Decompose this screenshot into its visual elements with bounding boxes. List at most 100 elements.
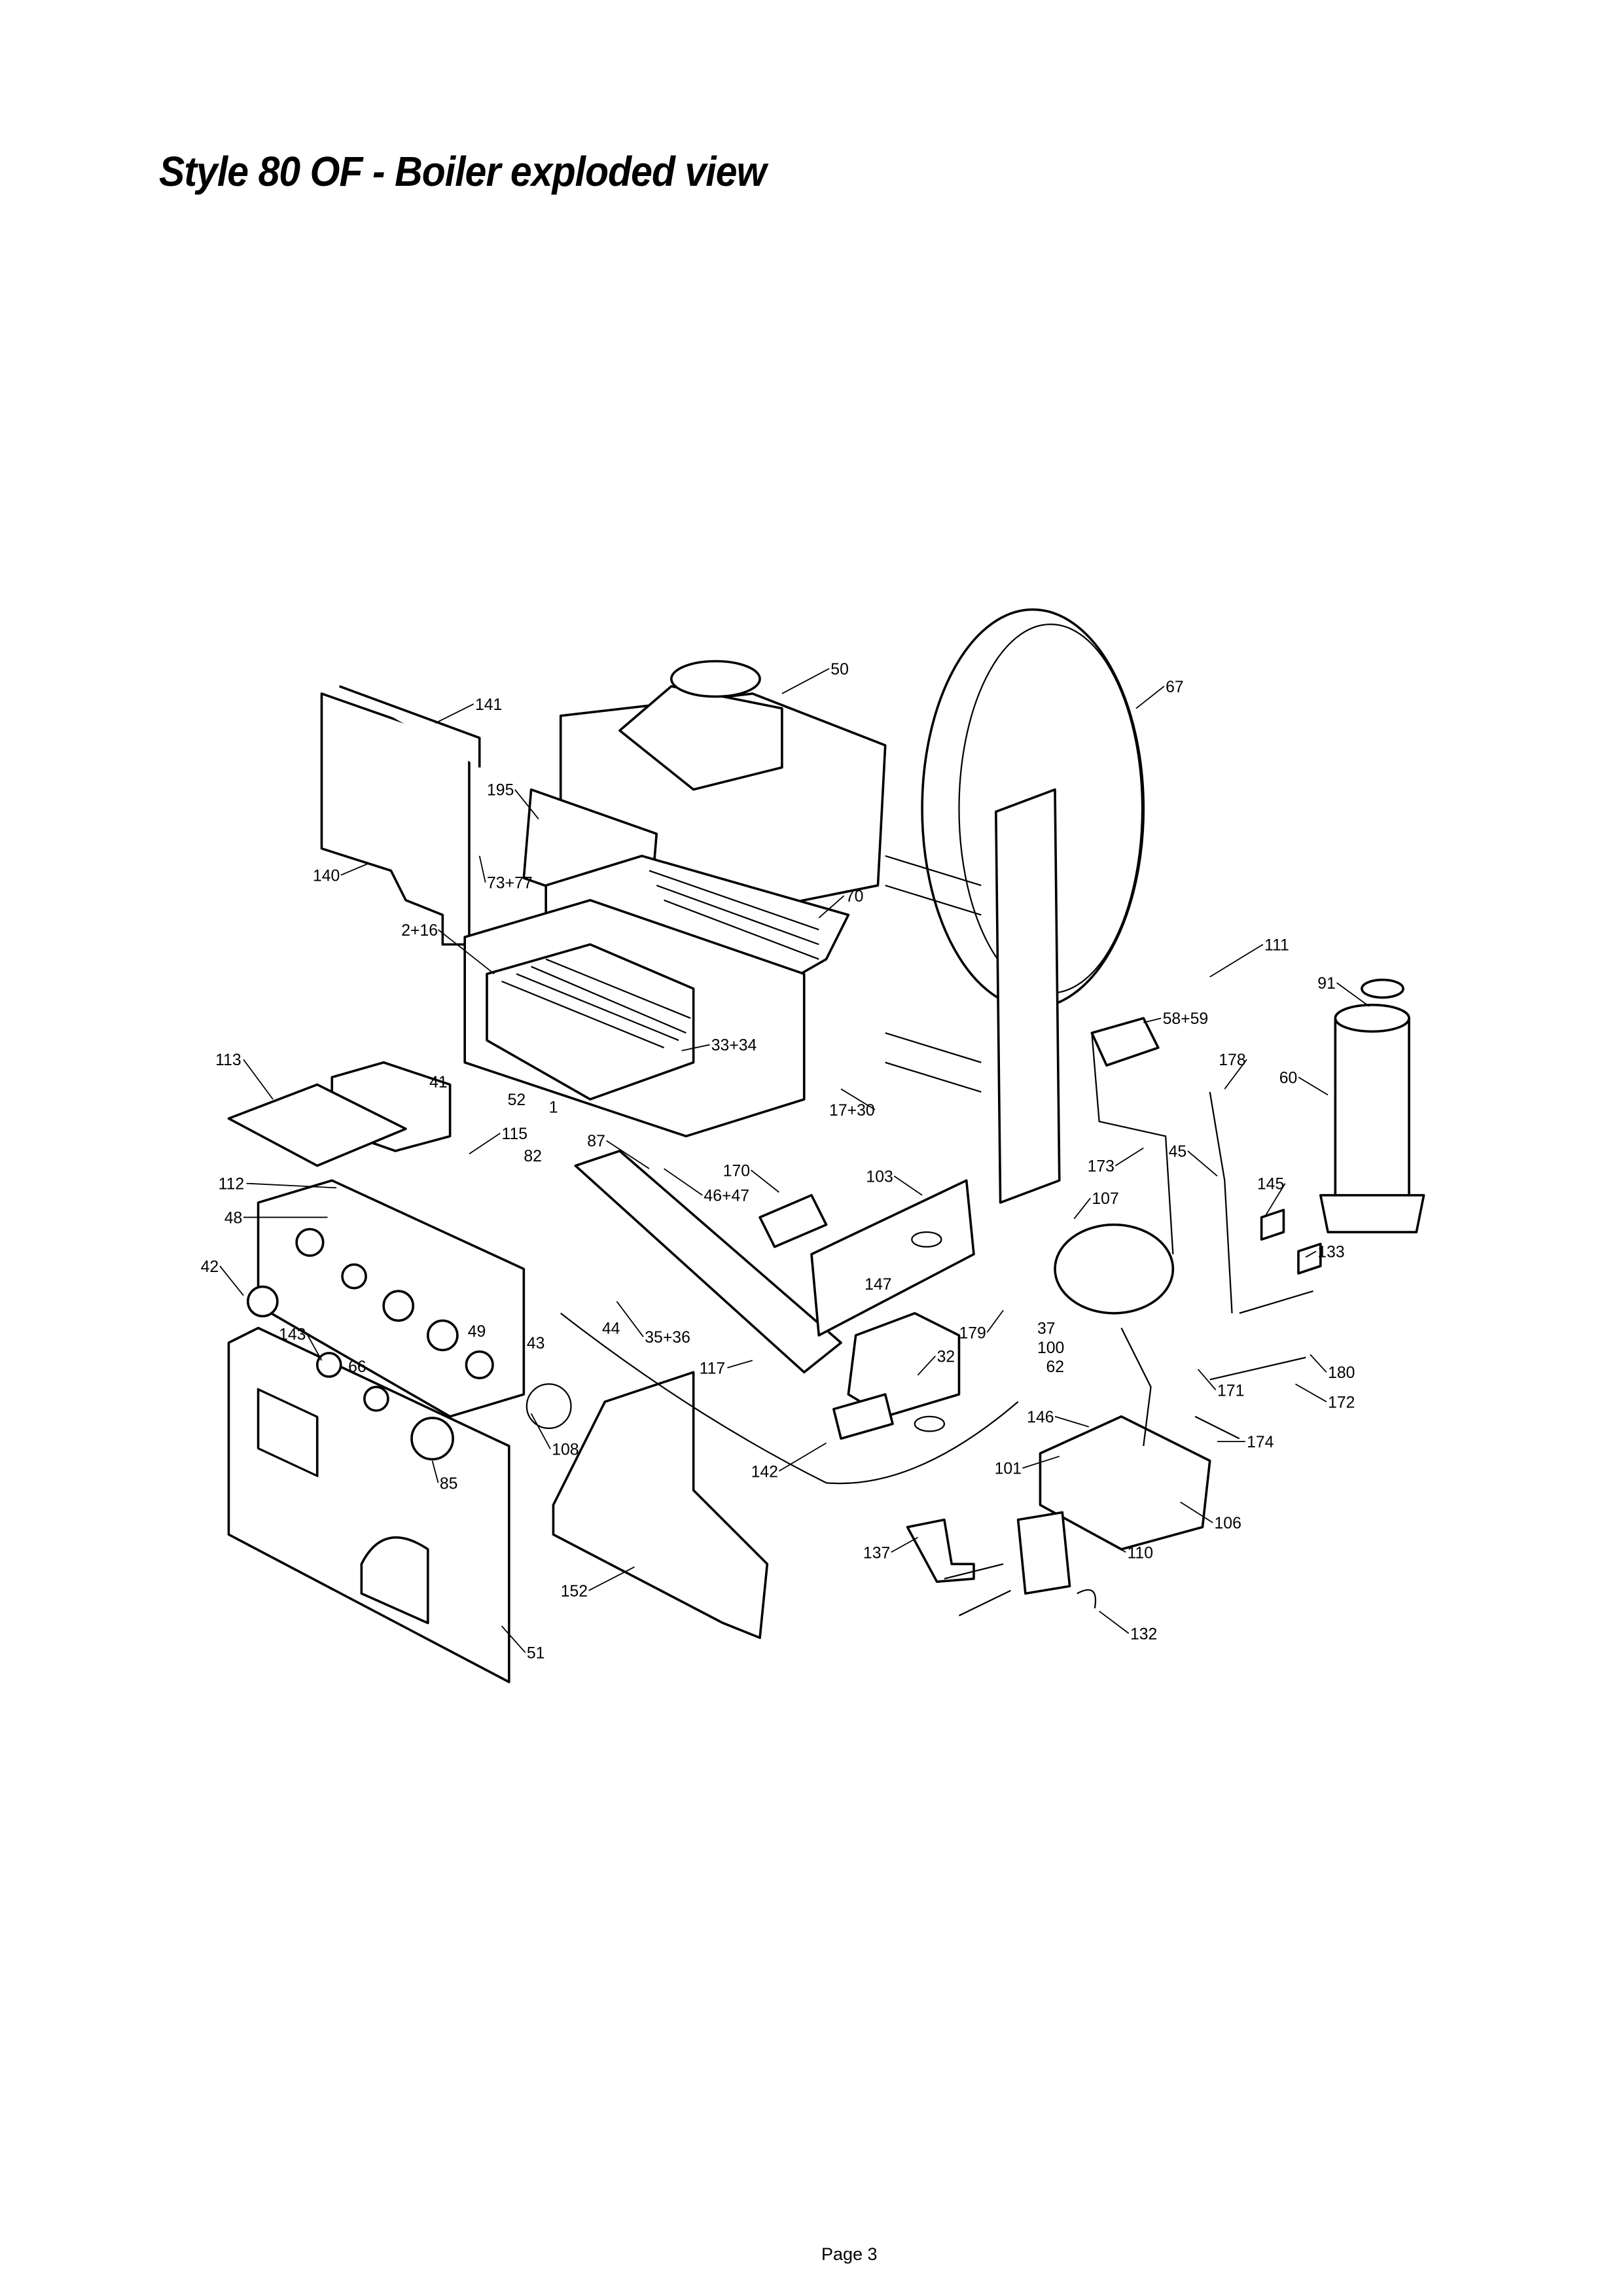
part-label-171: 171 <box>1217 1382 1244 1400</box>
part-label-107: 107 <box>1092 1190 1118 1208</box>
part-label-103: 103 <box>866 1168 893 1186</box>
leader-line <box>818 895 845 919</box>
part-label-152: 152 <box>561 1583 588 1600</box>
part-label-70: 70 <box>846 888 864 906</box>
leader-line <box>917 1355 936 1376</box>
leader-line <box>778 1442 827 1472</box>
part-label-60: 60 <box>1279 1069 1298 1087</box>
part-label-117: 117 <box>700 1360 726 1377</box>
leader-line <box>1295 1383 1327 1403</box>
part-label-145: 145 <box>1257 1176 1284 1193</box>
part-label-141: 141 <box>475 696 502 714</box>
part-label-43: 43 <box>527 1335 545 1352</box>
part-label-87: 87 <box>587 1133 605 1150</box>
leader-line <box>1088 1530 1126 1553</box>
leader-line <box>1209 944 1264 978</box>
part-label-66: 66 <box>348 1358 366 1376</box>
leader-line <box>501 1625 526 1653</box>
leader-line <box>1099 1610 1130 1634</box>
part-label-82: 82 <box>524 1148 542 1165</box>
burner-manifold <box>574 1150 842 1373</box>
part-label-147: 147 <box>865 1276 891 1294</box>
part-label-140: 140 <box>313 867 340 885</box>
part-label-37: 37 <box>1037 1320 1056 1338</box>
part-label-132: 132 <box>1130 1625 1157 1643</box>
leader-line <box>1224 1059 1247 1089</box>
rear-frame <box>885 855 982 1093</box>
part-label-146: 146 <box>1027 1409 1054 1426</box>
part-label-172: 172 <box>1328 1394 1355 1411</box>
leader-line <box>1264 1183 1286 1218</box>
leader-line <box>606 1140 650 1169</box>
diagram-parts <box>227 608 1425 1684</box>
part-label-46-47: 46+47 <box>704 1188 749 1205</box>
part-label-2-16: 2+16 <box>401 922 438 940</box>
gas-valve <box>847 1312 961 1418</box>
leader-line <box>219 1265 244 1296</box>
page-title: Style 80 OF - Boiler exploded view <box>159 148 766 195</box>
part-label-101: 101 <box>995 1460 1022 1478</box>
back-panel <box>320 692 471 946</box>
part-label-52: 52 <box>508 1091 526 1109</box>
part-label-33-34: 33+34 <box>711 1037 757 1055</box>
leader-line <box>727 1360 753 1369</box>
sump <box>810 1179 975 1337</box>
part-label-44: 44 <box>602 1320 620 1338</box>
part-label-133: 133 <box>1317 1243 1344 1261</box>
leader-line <box>840 1088 876 1110</box>
part-label-41: 41 <box>429 1074 448 1091</box>
part-label-195: 195 <box>487 782 514 800</box>
part-label-49: 49 <box>468 1323 486 1341</box>
part-label-106: 106 <box>1214 1515 1241 1532</box>
part-label-48: 48 <box>224 1209 243 1227</box>
part-label-32: 32 <box>937 1348 955 1366</box>
leader-line <box>1054 1415 1090 1428</box>
leader-line <box>1305 1250 1317 1258</box>
leader-line <box>751 1169 779 1193</box>
page-number: Page 3 <box>821 2244 878 2264</box>
leader-line <box>588 1566 635 1591</box>
leader-line <box>243 1059 274 1100</box>
leader-line <box>616 1301 644 1337</box>
part-label-1: 1 <box>549 1099 558 1116</box>
part-label-35-36: 35+36 <box>645 1329 690 1347</box>
part-label-58-59: 58+59 <box>1163 1010 1209 1028</box>
leader-line <box>664 1168 703 1196</box>
part-label-91: 91 <box>1317 975 1336 993</box>
part-label-112: 112 <box>219 1176 245 1193</box>
part-label-170: 170 <box>723 1162 750 1180</box>
leader-line <box>469 1133 501 1155</box>
leader-line <box>435 703 474 724</box>
leader-line <box>1180 1501 1213 1523</box>
leader-line <box>340 862 369 876</box>
leader-line <box>1336 982 1370 1007</box>
part-label-110: 110 <box>1127 1544 1153 1562</box>
leader-line <box>1115 1147 1144 1167</box>
leader-line <box>438 929 495 975</box>
leader-line <box>893 1175 923 1196</box>
leader-line <box>781 667 830 694</box>
part-label-137: 137 <box>863 1544 890 1562</box>
leader-line <box>514 789 539 820</box>
filter-housing <box>1334 1017 1410 1211</box>
part-label-115: 115 <box>502 1125 528 1143</box>
part-label-142: 142 <box>751 1463 778 1481</box>
part-label-174: 174 <box>1247 1434 1274 1451</box>
pcb <box>227 1083 407 1167</box>
part-label-113: 113 <box>215 1051 241 1069</box>
leader-line <box>431 1460 439 1483</box>
side-rail <box>995 788 1061 1204</box>
leader-line <box>1143 1017 1162 1023</box>
part-label-50: 50 <box>830 661 849 679</box>
part-label-173: 173 <box>1088 1158 1115 1176</box>
part-label-100: 100 <box>1037 1339 1064 1357</box>
leader-line <box>1198 1369 1217 1390</box>
part-label-111: 111 <box>1264 936 1289 954</box>
part-label-45: 45 <box>1169 1143 1187 1161</box>
part-label-17-30: 17+30 <box>829 1102 875 1120</box>
leader-line <box>1298 1076 1329 1096</box>
part-label-67: 67 <box>1166 679 1184 696</box>
part-label-51: 51 <box>527 1645 545 1663</box>
